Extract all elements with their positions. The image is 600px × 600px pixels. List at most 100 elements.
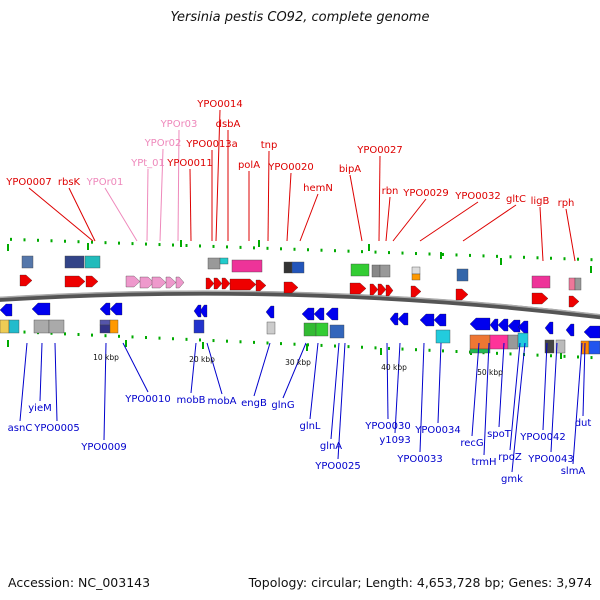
tick-mark — [239, 340, 242, 344]
major-tick — [180, 240, 182, 247]
major-tick — [87, 243, 89, 250]
forward-gene-arrow — [349, 282, 367, 295]
cog-box — [555, 339, 566, 354]
leader-line — [282, 342, 307, 399]
forward-gene-label: dsbA — [216, 119, 241, 130]
tick-mark — [199, 244, 201, 248]
reverse-gene-label: engB — [241, 398, 267, 409]
major-tick — [380, 348, 382, 355]
reverse-gene-arrow — [517, 320, 529, 334]
reverse-gene-label: rpoZ — [498, 452, 522, 463]
cog-box — [489, 334, 509, 350]
tick-mark — [509, 255, 512, 259]
forward-gene-arrow — [385, 284, 394, 297]
major-tick — [202, 342, 204, 349]
reverse-gene-arrow — [469, 317, 491, 331]
forward-gene-arrow — [229, 278, 257, 291]
forward-gene-label: rph — [558, 198, 575, 209]
tick-mark — [199, 338, 201, 342]
forward-gene-arrow — [283, 281, 299, 294]
tick-mark — [550, 354, 552, 358]
leader-line — [309, 342, 319, 420]
leader-line — [572, 342, 583, 465]
forward-gene-arrow — [410, 285, 422, 298]
reverse-gene-arrow — [583, 325, 600, 339]
leader-line — [253, 342, 271, 397]
reverse-gene-arrow — [497, 318, 509, 332]
forward-gene-label: polA — [238, 160, 260, 171]
forward-gene-arrow — [165, 276, 177, 289]
leader-line — [509, 342, 521, 451]
cog-box — [266, 321, 276, 335]
forward-gene-label: YPO0029 — [402, 188, 448, 199]
leader-line — [28, 187, 94, 242]
major-tick — [258, 240, 260, 247]
leader-line — [68, 187, 96, 242]
leader-line — [437, 342, 442, 424]
leader-line — [462, 204, 517, 242]
reverse-gene-label: YPO0009 — [80, 442, 126, 453]
cog-box — [329, 324, 345, 339]
scale-label: 40 kbp — [381, 363, 407, 372]
forward-gene-arrow — [175, 276, 185, 289]
tick-mark — [104, 241, 107, 245]
major-tick — [440, 252, 442, 259]
leader-line — [483, 342, 490, 456]
reverse-gene-label: asnC — [8, 423, 33, 434]
forward-gene-label: YPO0020 — [267, 162, 313, 173]
leader-line — [330, 342, 340, 440]
reverse-gene-label: recG — [460, 438, 483, 449]
tick-mark — [428, 252, 431, 256]
leader-line — [471, 342, 480, 437]
leader-line — [550, 342, 558, 453]
forward-gene-label: YPt_01 — [130, 158, 165, 169]
reverse-gene-label: glnL — [299, 421, 320, 432]
cog-box — [64, 255, 85, 269]
leader-line — [159, 148, 164, 242]
tick-mark — [361, 250, 363, 254]
cog-box — [574, 277, 582, 291]
leader-line — [337, 342, 346, 460]
tick-mark — [415, 348, 417, 352]
cog-box — [379, 264, 391, 278]
reverse-gene-label: mobA — [207, 396, 236, 407]
leader-line — [189, 168, 192, 242]
tick-mark — [280, 342, 282, 346]
forward-gene-label: gltC — [506, 194, 526, 205]
leader-line — [394, 342, 401, 434]
leader-line — [19, 342, 28, 422]
genome-backbone — [0, 290, 600, 320]
leader-line — [565, 208, 576, 262]
reverse-gene-label: dut — [575, 418, 592, 429]
tick-mark — [563, 257, 566, 261]
cog-box — [568, 277, 576, 291]
reverse-gene-arrow — [397, 312, 409, 326]
forward-gene-label: YPOr01 — [86, 177, 124, 188]
tick-mark — [334, 249, 336, 253]
leader-line — [392, 198, 427, 242]
tick-mark — [536, 353, 539, 357]
cog-box — [507, 334, 519, 350]
tick-mark — [428, 348, 431, 352]
reverse-gene-label: YPO0042 — [519, 432, 565, 443]
forward-gene-label: bipA — [339, 164, 361, 175]
tick-mark — [91, 240, 93, 244]
leader-line — [419, 201, 479, 242]
genome-title: Yersinia pestis CO92, complete genome — [170, 10, 430, 25]
reverse-gene-label: YPO0043 — [527, 454, 573, 465]
cog-box — [371, 264, 381, 278]
tick-mark — [50, 239, 53, 243]
genome-summary: Topology: circular; Length: 4,653,728 bp… — [248, 575, 592, 590]
leader-line — [349, 174, 363, 242]
reverse-gene-label: YPO0030 — [364, 421, 410, 432]
reverse-gene-arrow — [313, 307, 325, 321]
cog-box — [544, 339, 555, 354]
tick-mark — [172, 337, 174, 341]
tick-mark — [185, 337, 188, 341]
leader-line — [299, 193, 319, 242]
cog-box — [84, 255, 101, 269]
leader-line — [385, 196, 391, 242]
reverse-gene-arrow — [301, 307, 315, 321]
reverse-gene-arrow — [109, 302, 123, 316]
